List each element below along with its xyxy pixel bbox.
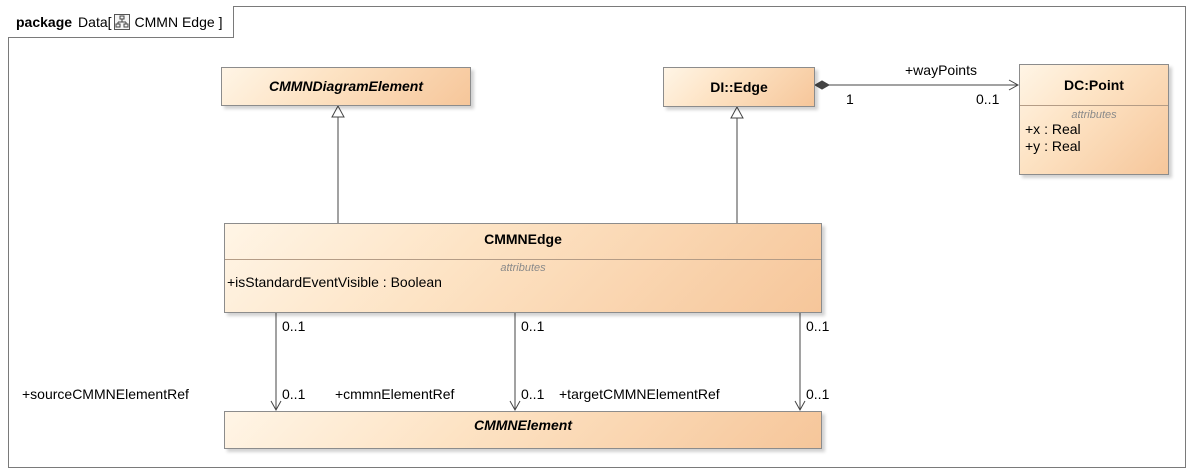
class-di-edge[interactable]: DI::Edge [663,67,815,107]
multiplicity-target-ref-target: 0..1 [806,386,830,402]
class-name: DI::Edge [710,79,768,95]
package-frame [8,6,1186,468]
role-waypoints: +wayPoints [905,62,977,78]
multiplicity-source-ref-source: 0..1 [282,318,306,334]
multiplicity-cmmn-ref-target: 0..1 [521,386,545,402]
class-cmmnelement[interactable]: CMMNElement [224,411,822,449]
attribute-name: +x [1025,121,1041,137]
package-header: package Data [ CMMN Edge ] [8,6,234,38]
compartment-divider [225,259,821,260]
class-cmmndiagramelement[interactable]: CMMNDiagramElement [221,67,471,106]
bracket-close: ] [218,13,223,30]
bracket-open: [ [107,13,112,30]
diagram-name: CMMN Edge [134,13,215,30]
generalization-to-cmmndiagramelement [331,104,345,223]
multiplicity-source-ref-target: 0..1 [282,386,306,402]
compartment-divider [1020,105,1168,106]
generalization-to-di-edge [730,105,744,223]
attribute-name: +isStandardEventVisible [227,274,379,290]
attribute-type: : Real [1040,138,1081,154]
class-name: DC:Point [1064,77,1124,93]
attribute-name: +y [1025,138,1041,154]
role-cmmn-ref: +cmmnElementRef [335,386,455,402]
multiplicity-target-ref-source: 0..1 [806,318,830,334]
multiplicity-waypoints-target: 0..1 [976,91,1000,107]
class-cmmnedge[interactable]: CMMNEdge attributes +isStandardEventVisi… [224,223,822,313]
class-dc-point[interactable]: DC:Point attributes +x : Real +y : Real [1019,64,1169,175]
class-name: CMMNDiagramElement [268,78,424,94]
role-target-ref: +targetCMMNElementRef [559,386,720,402]
composition-waypoints [813,79,1020,91]
class-name: CMMNEdge [484,231,562,247]
package-name: Data [78,13,108,30]
multiplicity-cmmn-ref-source: 0..1 [521,318,545,334]
role-source-ref: +sourceCMMNElementRef [22,386,189,402]
multiplicity-waypoints-source: 1 [846,91,854,107]
class-diagram-icon [113,13,130,30]
compartment-label: attributes [1071,109,1117,121]
attribute-type: : Boolean [378,274,442,290]
compartment-label: attributes [500,262,546,274]
package-keyword: package [16,13,73,30]
attribute-type: : Real [1040,121,1081,137]
attribute-isstandardeventvisible: +isStandardEventVisible : Boolean [225,274,821,291]
attribute-x: +x : Real [1020,121,1168,138]
class-name: CMMNElement [473,417,572,433]
attribute-y: +y : Real [1020,138,1168,155]
